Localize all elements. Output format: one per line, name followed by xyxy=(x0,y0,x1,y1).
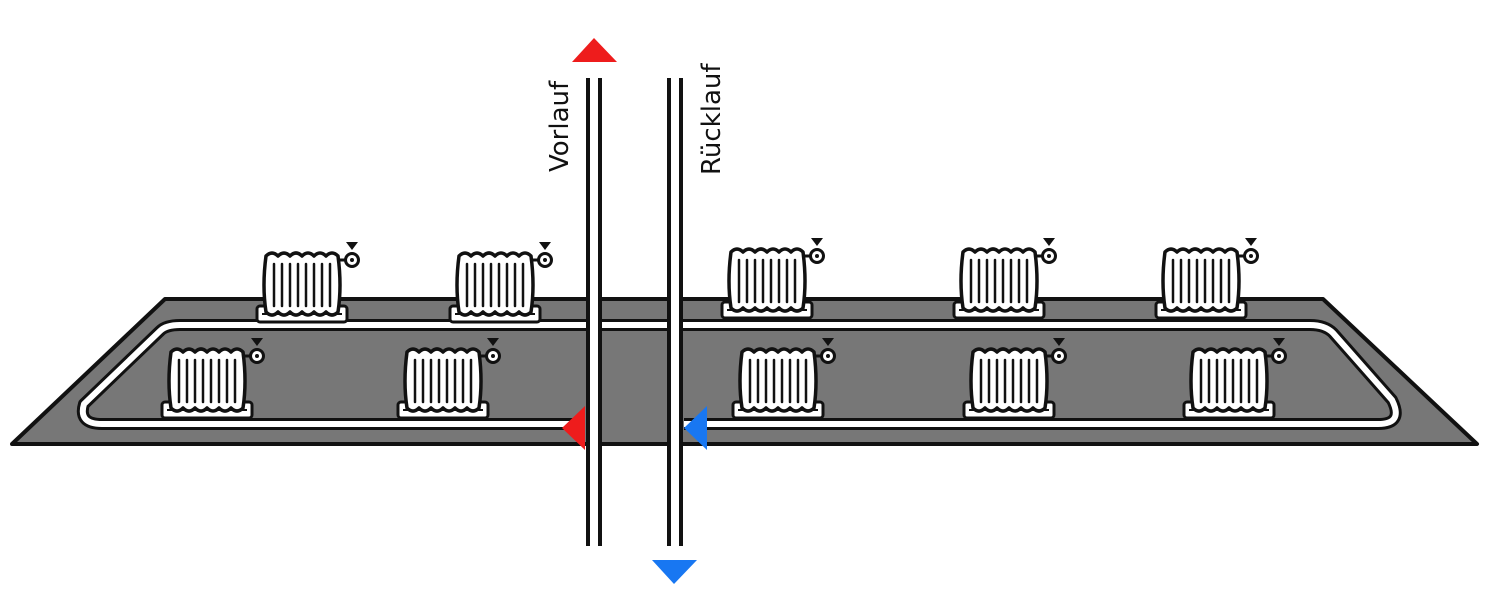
return-right-arrow-icon xyxy=(684,406,707,450)
supply-riser xyxy=(586,78,602,546)
supply-left-arrow-icon xyxy=(562,406,585,450)
return-down-arrow-icon xyxy=(652,560,697,584)
supply-up-arrow-icon xyxy=(572,38,617,62)
return-riser xyxy=(667,78,683,546)
return-label: Rücklauf xyxy=(697,63,727,175)
supply-label: Vorlauf xyxy=(545,80,575,172)
